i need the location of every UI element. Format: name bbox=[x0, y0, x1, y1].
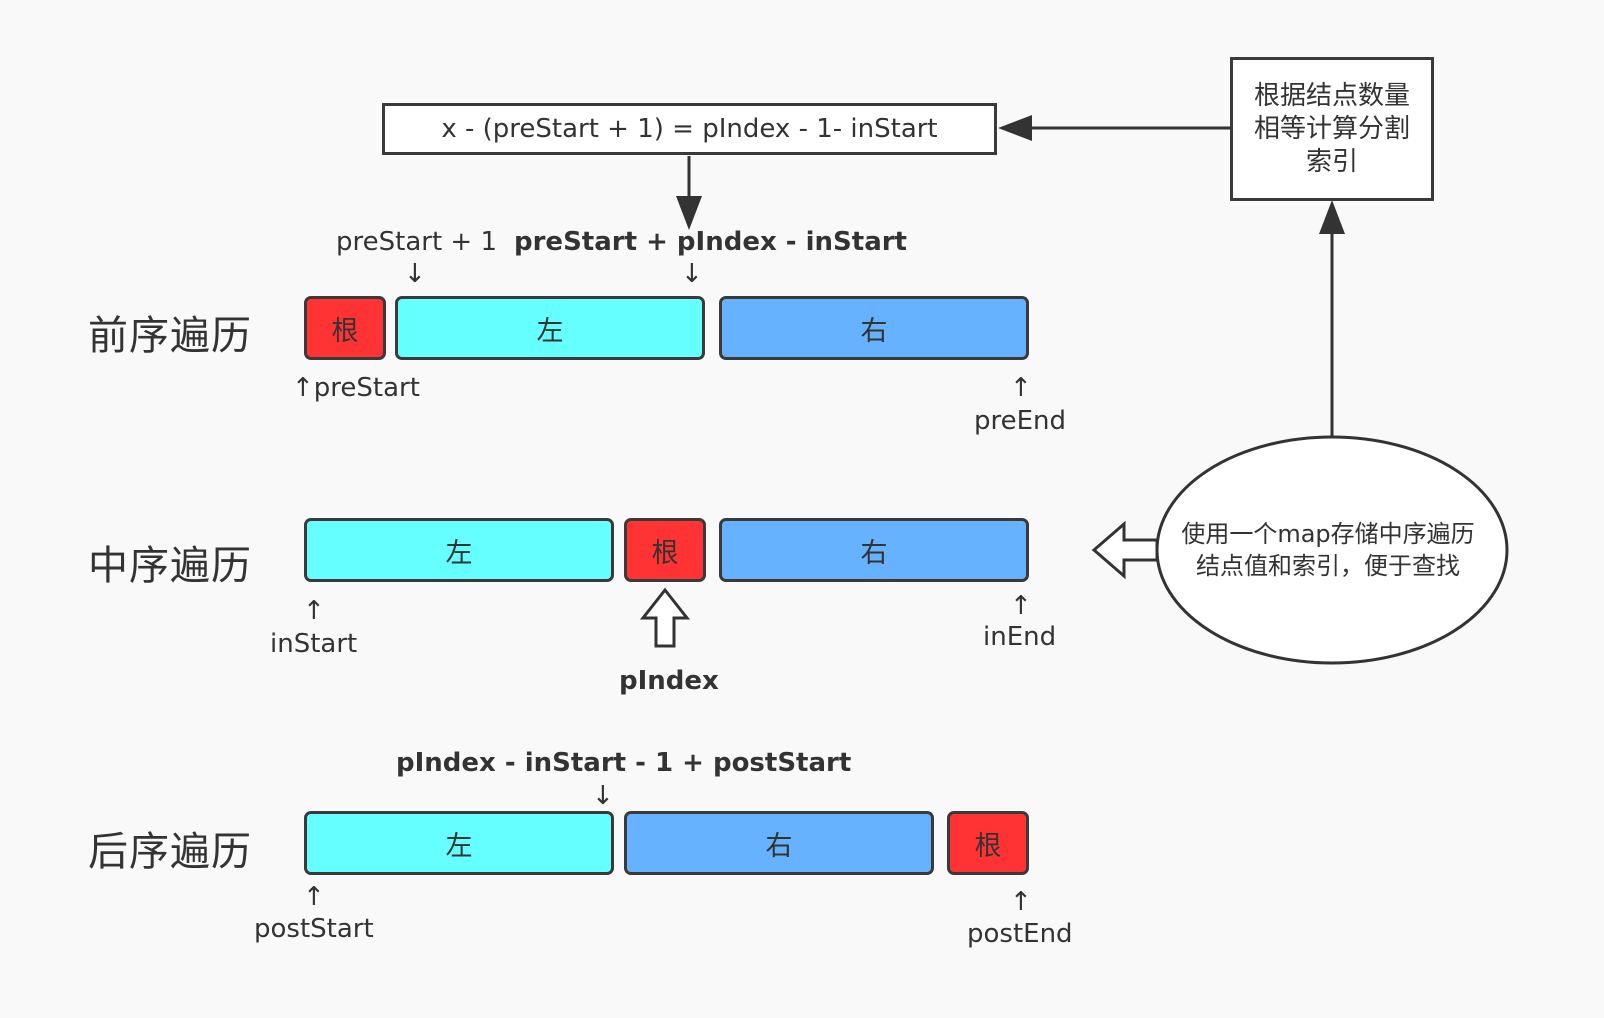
postorder-split-arrow: ↓ bbox=[592, 781, 614, 811]
hollow-arrow-pindex bbox=[639, 587, 691, 648]
inorder-left-segment: 左 bbox=[304, 518, 614, 582]
hashmap-note-text: 使用一个map存储中序遍历结点值和索引，便于查找 bbox=[1181, 520, 1475, 580]
preorder-left-end-label: preStart + pIndex - inStart bbox=[514, 227, 907, 257]
postorder-left-segment: 左 bbox=[304, 811, 614, 875]
inorder-start-arrow: ↑ bbox=[303, 596, 325, 626]
hollow-arrow-to-inorder bbox=[1091, 520, 1159, 580]
inorder-root-segment: 根 bbox=[624, 518, 706, 582]
arrowhead-preorder-down bbox=[676, 196, 702, 230]
preorder-start-label: ↑preStart bbox=[292, 373, 420, 403]
preorder-right-segment: 右 bbox=[719, 296, 1029, 360]
preorder-title: 前序遍历 bbox=[88, 313, 252, 359]
preorder-end-label: preEnd bbox=[974, 406, 1067, 436]
inorder-right-segment: 右 bbox=[719, 518, 1029, 582]
arrowhead-formula-left bbox=[998, 115, 1032, 141]
inorder-title: 中序遍历 bbox=[88, 543, 252, 589]
preorder-left-start-label: preStart + 1 bbox=[336, 227, 497, 257]
inorder-start-label: inStart bbox=[270, 629, 358, 659]
preorder-left-start-arrow: ↓ bbox=[404, 259, 426, 289]
postorder-end-label: postEnd bbox=[967, 919, 1073, 949]
preorder-left-segment: 左 bbox=[395, 296, 705, 360]
arrowhead-note-up bbox=[1319, 200, 1345, 234]
postorder-start-arrow: ↑ bbox=[303, 882, 325, 912]
postorder-start-label: postStart bbox=[254, 914, 374, 944]
postorder-right-segment: 右 bbox=[624, 811, 934, 875]
split-index-note-box: 根据结点数量相等计算分割索引 bbox=[1230, 57, 1434, 201]
preorder-root-segment: 根 bbox=[304, 296, 386, 360]
index-formula-box: x - (preStart + 1) = pIndex - 1- inStart bbox=[382, 103, 997, 155]
postorder-end-arrow: ↑ bbox=[1010, 887, 1032, 917]
preorder-end-arrow: ↑ bbox=[1010, 373, 1032, 403]
inorder-end-arrow: ↑ bbox=[1010, 591, 1032, 621]
postorder-title: 后序遍历 bbox=[88, 829, 252, 875]
preorder-left-end-arrow: ↓ bbox=[681, 259, 703, 289]
postorder-root-segment: 根 bbox=[947, 811, 1029, 875]
inorder-end-label: inEnd bbox=[983, 622, 1057, 652]
postorder-split-label: pIndex - inStart - 1 + postStart bbox=[396, 748, 852, 778]
inorder-pivot-label: pIndex bbox=[619, 666, 719, 696]
